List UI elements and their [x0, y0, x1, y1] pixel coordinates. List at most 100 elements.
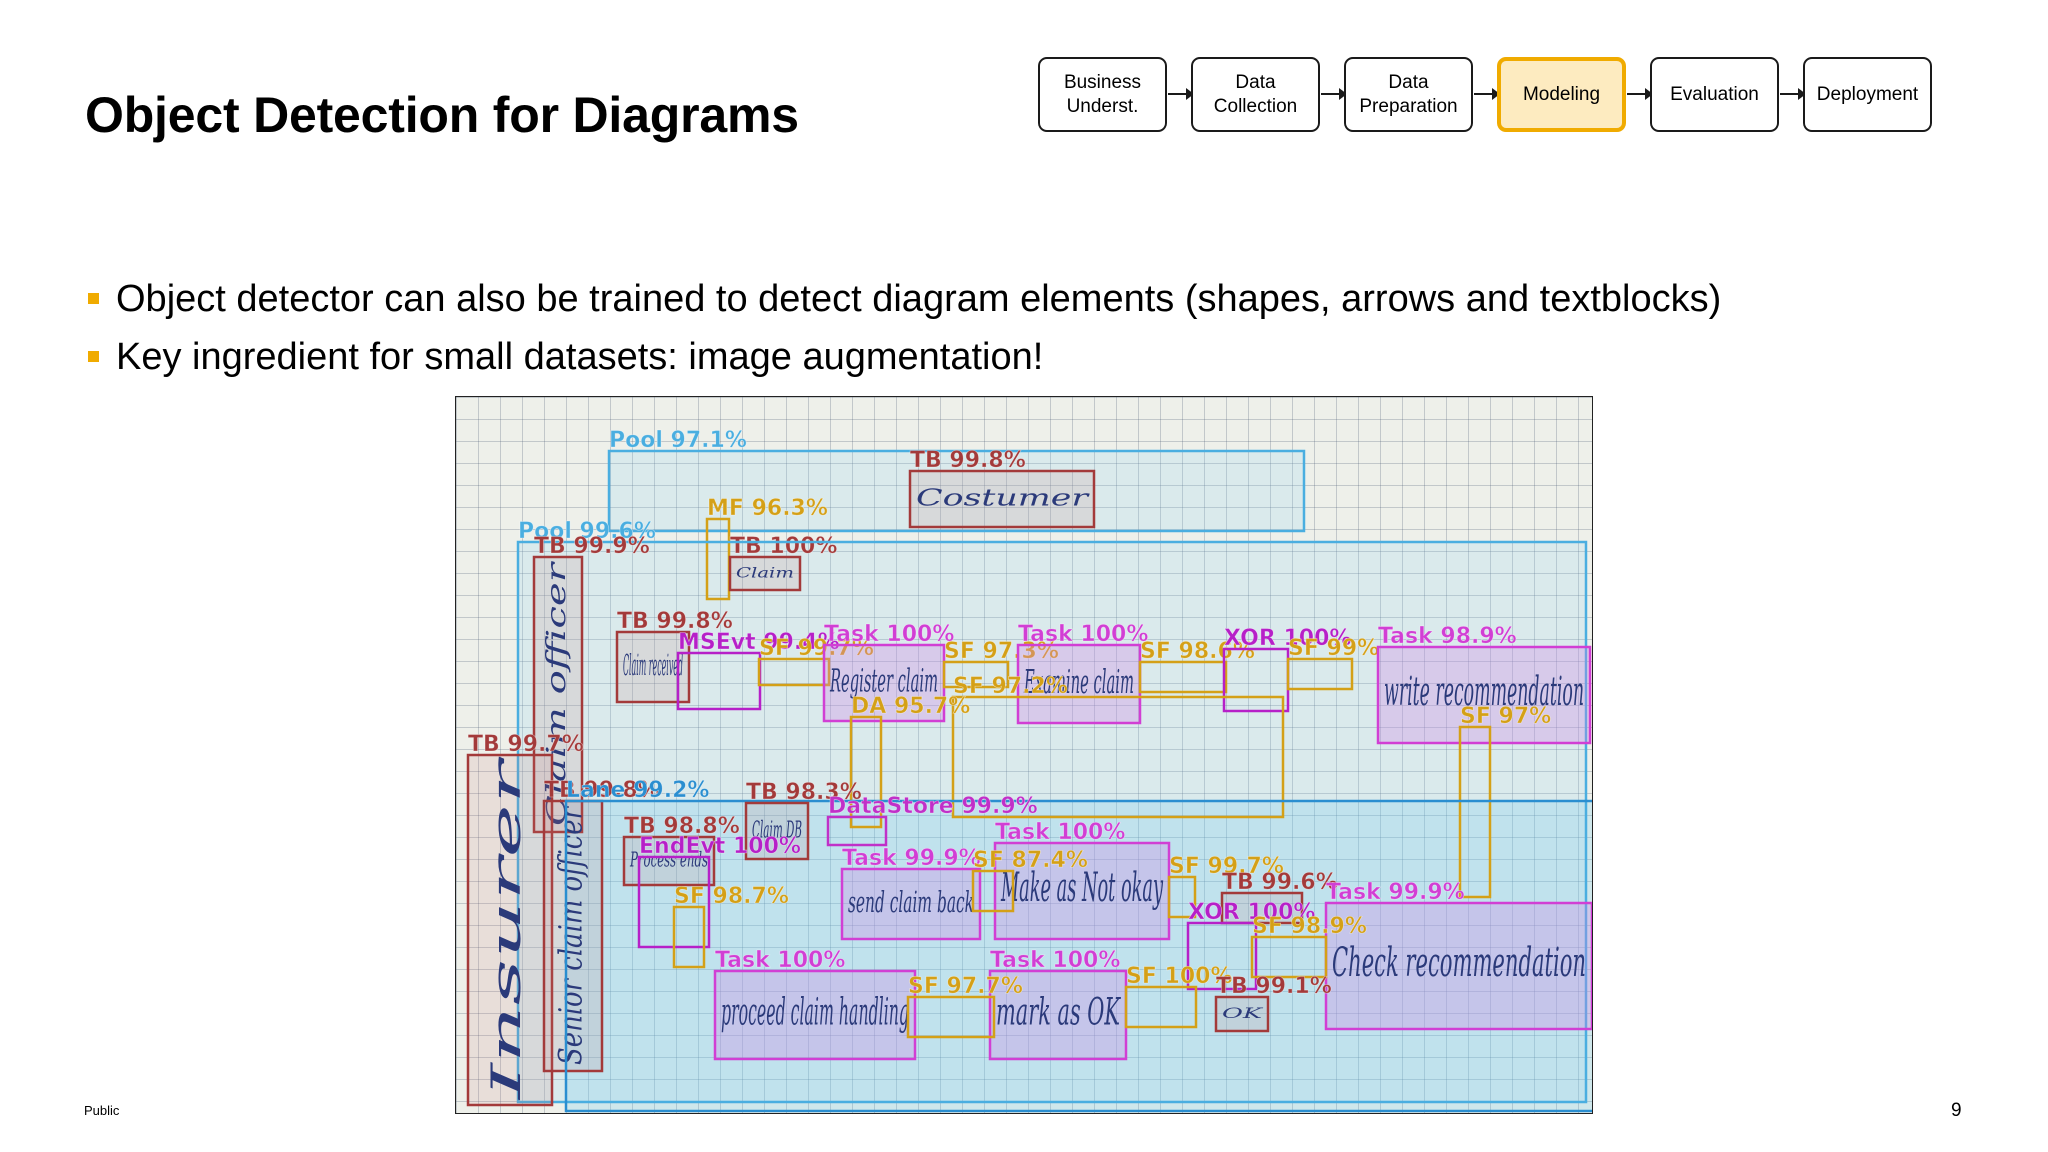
bounding-box: [993, 841, 1171, 941]
step-data-preparation[interactable]: Data Preparation: [1344, 57, 1473, 132]
handwritten-text: Insurer: [484, 755, 530, 1102]
step-data-collection[interactable]: Data Collection: [1191, 57, 1320, 132]
detection-label: Task 100%: [1018, 622, 1148, 647]
bounding-box: [1167, 875, 1197, 919]
bullet-item: Object detector can also be trained to d…: [86, 270, 1721, 328]
detection-label: TB 99.7%: [468, 732, 584, 757]
detection-textblock: OK TB 99.1%: [1214, 974, 1332, 1033]
bounding-box: [728, 555, 802, 592]
handwritten-text: Examine claim: [1024, 663, 1134, 701]
detection-label: SF 97.3%: [944, 639, 1059, 664]
bounding-box: [1124, 985, 1198, 1029]
bounding-box: [908, 469, 1096, 529]
detection-sequence-flow: SF 98.7%: [672, 884, 789, 969]
handwritten-text: send claim back: [848, 885, 974, 919]
detection-label: SF 97.2%: [953, 674, 1068, 699]
handwritten-text: Claim DB: [752, 816, 802, 844]
region-fill: [609, 451, 1304, 531]
handwritten-text: mark as OK: [996, 991, 1121, 1034]
bounding-box: [942, 660, 1010, 689]
detection-sequence-flow: SF 97.7%: [906, 974, 1023, 1039]
detection-label: SF 98.6%: [1140, 639, 1255, 664]
bounding-box: [516, 540, 1588, 1104]
detection-label: Pool 99.6%: [518, 519, 656, 544]
bullet-item: Key ingredient for small datasets: image…: [86, 328, 1721, 386]
handwritten-text: Claim officer: [541, 561, 572, 826]
bounding-box: [1250, 935, 1328, 979]
step-modeling[interactable]: Modeling: [1497, 57, 1626, 132]
detection-label: TB 99.6%: [1222, 870, 1338, 895]
detection-label: SF 97%: [1460, 704, 1551, 729]
bounding-box: [971, 869, 1015, 913]
bounding-box: [542, 799, 604, 1073]
arrow-icon: [1321, 88, 1347, 100]
step-business-understanding[interactable]: Business Underst.: [1038, 57, 1167, 132]
region-fill: [518, 542, 1586, 1102]
bounding-box: [1286, 657, 1354, 691]
bounding-box: [1324, 901, 1592, 1031]
handwritten-text: Costumer: [916, 484, 1091, 512]
bounding-box: [822, 643, 946, 723]
detection-sequence-flow: SF 99.7%: [757, 636, 874, 687]
detection-sequence-flow: SF 98.9%: [1250, 914, 1367, 979]
detection-label: TB 99.1%: [1216, 974, 1332, 999]
detection-textblock: Claim DB TB 98.3%: [744, 780, 862, 861]
detection-label: SF 99.7%: [1169, 854, 1284, 879]
detection-label: TB 99.8%: [544, 778, 660, 803]
handwritten-text: Senior claim officer: [552, 806, 590, 1065]
bounding-box: [713, 969, 917, 1061]
bounding-box: [1186, 921, 1258, 991]
bounding-box: [607, 449, 1306, 533]
detection-task: mark as OK Task 100%: [988, 948, 1128, 1061]
detection-event: EndEvt 100%: [637, 834, 801, 949]
detection-sequence-flow: SF 97.2%: [951, 674, 1285, 819]
bounding-box: [1220, 891, 1304, 925]
slide-title: Object Detection for Diagrams: [85, 87, 799, 143]
detection-association: DA 95.7%: [849, 694, 971, 829]
bounding-box: [840, 867, 982, 941]
detection-label: TB 98.3%: [746, 780, 862, 805]
handwritten-text: OK: [1222, 1006, 1264, 1022]
detection-textblock: Senior claim officer TB 99.8%: [542, 778, 660, 1073]
step-deployment[interactable]: Deployment: [1803, 57, 1932, 132]
bounding-box: [826, 815, 888, 847]
detection-label: Lane 99.2%: [566, 778, 709, 803]
detection-pool: Pool 99.6%: [516, 519, 1588, 1104]
detection-label: SF 97.7%: [908, 974, 1023, 999]
step-evaluation[interactable]: Evaluation: [1650, 57, 1779, 132]
bounding-box: [988, 969, 1128, 1061]
detection-label: TB 98.8%: [624, 814, 740, 839]
detection-label: Task 99.9%: [842, 846, 981, 871]
detection-sequence-flow: SF 99%: [1286, 636, 1380, 691]
detection-label: SF 99.7%: [759, 636, 874, 661]
bounding-box: [1458, 725, 1492, 899]
bounding-box: [906, 995, 996, 1039]
arrow-icon: [1168, 88, 1194, 100]
detection-label: XOR 100%: [1224, 626, 1351, 651]
detection-data-store: DataStore 99.9%: [826, 794, 1038, 847]
detection-label: Task 100%: [990, 948, 1120, 973]
bounding-box: [1138, 660, 1228, 694]
detection-label: TB 100%: [730, 534, 837, 559]
bullet-list: Object detector can also be trained to d…: [86, 270, 1721, 386]
handwritten-text: Process ends: [629, 848, 708, 872]
detection-lane: Lane 99.2%: [564, 778, 1592, 1113]
bounding-box: [1016, 643, 1142, 725]
handwritten-text: Check recommendation: [1332, 940, 1586, 986]
detection-sequence-flow: SF 97.3%: [942, 639, 1059, 689]
detection-pool: Pool 97.1%: [607, 428, 1306, 533]
detection-label: DA 95.7%: [851, 694, 970, 719]
detection-sequence-flow: SF 87.4%: [971, 848, 1088, 913]
detection-sequence-flow: SF 99.7%: [1167, 854, 1284, 919]
classification-label: Public: [84, 1103, 120, 1118]
detection-event: XOR 100%: [1222, 626, 1352, 713]
